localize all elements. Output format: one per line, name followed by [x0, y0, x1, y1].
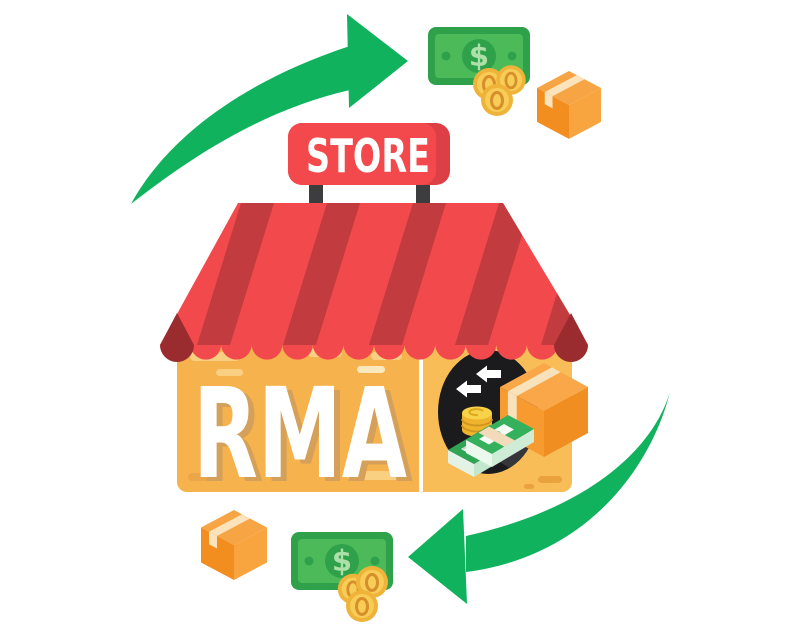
package-box-top: [537, 71, 602, 139]
cycle-arrow-top: [131, 14, 408, 204]
rma-label-shadow: RMA: [199, 366, 413, 511]
return-arrows-icon: [456, 365, 501, 398]
rma-label: RMA: [193, 362, 407, 507]
arrowhead-right: [347, 14, 408, 108]
rma-return-icon: [438, 350, 588, 477]
cash-banknote-bottom: [291, 532, 393, 624]
store-roof: [160, 203, 588, 362]
roof-stripe: [541, 203, 588, 345]
brick-dash: [216, 369, 243, 376]
coin-stack-icon: [461, 406, 493, 437]
rma-wall-label: RMA RMA: [193, 362, 413, 511]
left-arrow-icon: [476, 365, 501, 383]
store-building: RMA RMA: [160, 123, 588, 511]
roof-stripe: [197, 203, 274, 345]
store-sign-label: STORE: [306, 129, 430, 183]
coin-icon: [344, 588, 380, 624]
store-wall-left: [177, 340, 419, 492]
curved-arrow-right-icon: [131, 46, 350, 204]
roof-stripe: [283, 203, 360, 345]
roof-stripe: [369, 203, 446, 345]
cash-banknote-top: [428, 27, 530, 118]
roof-stripe: [455, 203, 532, 345]
brick-dash: [357, 366, 385, 373]
left-arrow-icon: [456, 380, 481, 398]
roof-corner-left: [160, 313, 194, 362]
cycle-arrow-bottom: [408, 392, 670, 604]
roof-corner-right: [554, 313, 588, 362]
coin-icon: [479, 82, 515, 118]
store-sign: STORE: [288, 123, 450, 210]
curved-arrow-left-icon: [466, 392, 670, 572]
package-box-bottom: [201, 510, 267, 580]
sign-board: [288, 123, 436, 185]
arrowhead-left: [408, 509, 467, 604]
brick-dash: [347, 471, 411, 480]
brick-dash: [524, 484, 534, 489]
cash-stack-icon: [448, 415, 534, 477]
brick-dash: [188, 473, 211, 481]
brick-dash: [538, 476, 562, 483]
